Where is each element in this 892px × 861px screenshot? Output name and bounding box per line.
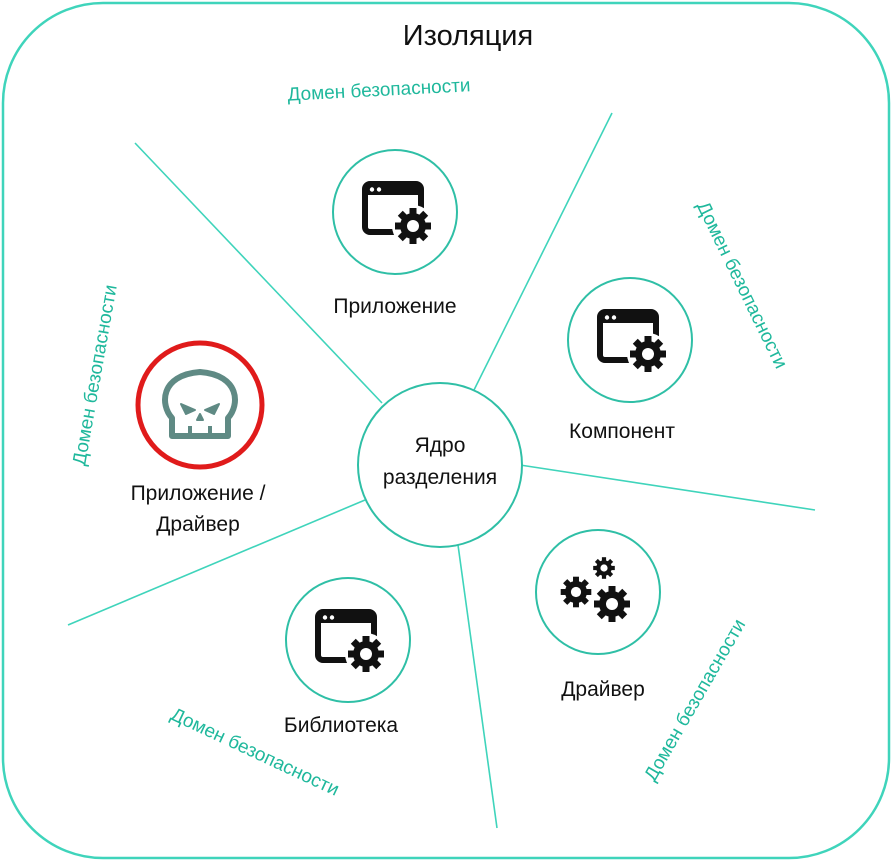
diagram-title: Изоляция: [403, 20, 533, 52]
separation-kernel: Ядро разделения: [357, 382, 523, 548]
node-label: Приложение: [333, 295, 456, 318]
kernel-label-line1: Ядро: [415, 434, 466, 457]
divider-line: [67, 499, 366, 626]
node-driver: Драйвер: [535, 529, 661, 701]
divider-line: [473, 112, 613, 391]
node-application: Приложение: [332, 149, 458, 318]
kernel-label-line2: разделения: [383, 466, 497, 489]
node-label: Компонент: [569, 420, 675, 443]
node-label: Библиотека: [284, 714, 399, 737]
node-label-line1: Приложение /: [131, 482, 266, 505]
node-malicious-app-driver: Приложение / Драйвер: [131, 340, 266, 536]
divider-line: [134, 142, 383, 404]
skull-icon: [162, 369, 238, 439]
node-label-line2: Драйвер: [156, 513, 240, 536]
node-library: Библиотека: [284, 577, 411, 737]
node-label: Драйвер: [561, 678, 645, 701]
node-component: Компонент: [567, 277, 693, 443]
divider-line: [457, 544, 498, 829]
divider-line: [519, 464, 816, 511]
